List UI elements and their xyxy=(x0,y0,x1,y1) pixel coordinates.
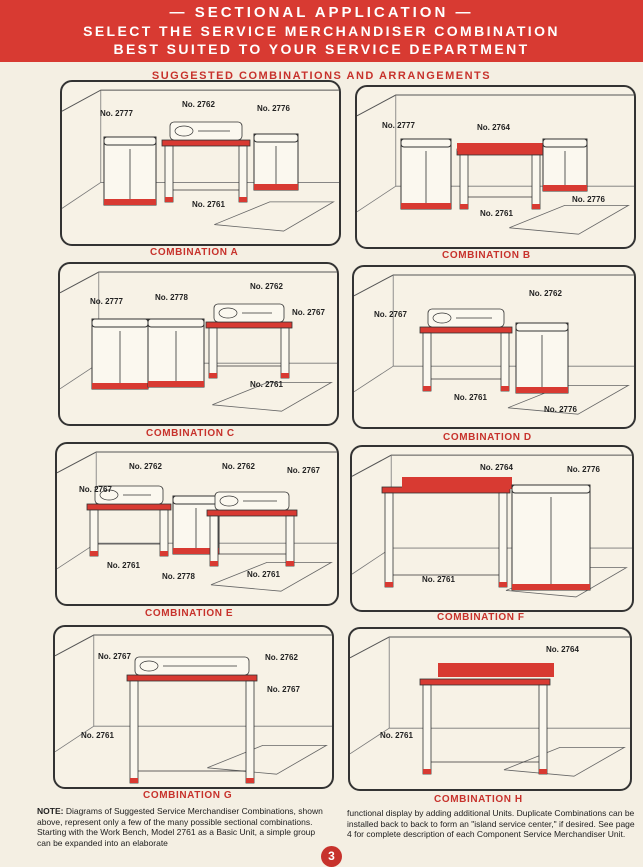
note-left-text: Diagrams of Suggested Service Merchandis… xyxy=(37,806,323,848)
model-label: No. 2767 xyxy=(374,310,407,319)
model-label: No. 2767 xyxy=(98,652,131,661)
model-label: No. 2761 xyxy=(480,209,513,218)
combination-caption: COMBINATION E xyxy=(145,608,234,619)
model-label: No. 2762 xyxy=(250,282,283,291)
model-label: No. 2764 xyxy=(546,645,579,654)
header-line-1: — SECTIONAL APPLICATION — xyxy=(169,4,474,21)
combination-caption: COMBINATION B xyxy=(442,250,531,261)
combination-caption: COMBINATION A xyxy=(150,247,239,258)
note-left: NOTE: Diagrams of Suggested Service Merc… xyxy=(37,806,327,848)
model-label: No. 2761 xyxy=(250,380,283,389)
model-label: No. 2767 xyxy=(287,466,320,475)
model-label: No. 2777 xyxy=(90,297,123,306)
model-label: No. 2764 xyxy=(477,123,510,132)
model-label: No. 2777 xyxy=(100,109,133,118)
model-label: No. 2761 xyxy=(192,200,225,209)
model-label: No. 2762 xyxy=(129,462,162,471)
model-label: No. 2778 xyxy=(155,293,188,302)
combination-caption: COMBINATION F xyxy=(437,612,525,623)
model-label: No. 2761 xyxy=(454,393,487,402)
page-header: — SECTIONAL APPLICATION — SELECT THE SER… xyxy=(0,0,643,62)
model-label: No. 2767 xyxy=(79,485,112,494)
model-label: No. 2776 xyxy=(544,405,577,414)
model-label: No. 2761 xyxy=(247,570,280,579)
combination-diagram xyxy=(357,94,634,235)
model-label: No. 2761 xyxy=(81,731,114,740)
model-label: No. 2767 xyxy=(267,685,300,694)
combination-diagram xyxy=(60,271,337,412)
model-label: No. 2762 xyxy=(265,653,298,662)
model-label: No. 2778 xyxy=(162,572,195,581)
note-right: functional display by adding additional … xyxy=(347,808,635,839)
combination-caption: COMBINATION D xyxy=(443,432,532,443)
model-label: No. 2777 xyxy=(382,121,415,130)
model-label: No. 2762 xyxy=(182,100,215,109)
header-line-3: BEST SUITED TO YOUR SERVICE DEPARTMENT xyxy=(113,41,530,57)
model-label: No. 2761 xyxy=(422,575,455,584)
combination-caption: COMBINATION G xyxy=(143,790,233,801)
combination-caption: COMBINATION H xyxy=(434,794,523,805)
combination-diagram xyxy=(62,89,339,232)
model-label: No. 2762 xyxy=(222,462,255,471)
section-subtitle: SUGGESTED COMBINATIONS AND ARRANGEMENTS xyxy=(151,70,492,82)
page-number: 3 xyxy=(321,846,342,867)
combination-caption: COMBINATION C xyxy=(146,428,235,439)
header-line-2: SELECT THE SERVICE MERCHANDISER COMBINAT… xyxy=(83,23,560,39)
combination-diagram xyxy=(352,454,632,598)
model-label: No. 2776 xyxy=(257,104,290,113)
combination-diagram xyxy=(350,636,630,777)
model-label: No. 2776 xyxy=(572,195,605,204)
model-label: No. 2764 xyxy=(480,463,513,472)
model-label: No. 2762 xyxy=(529,289,562,298)
model-label: No. 2767 xyxy=(292,308,325,317)
combination-diagram xyxy=(354,274,634,415)
model-label: No. 2761 xyxy=(380,731,413,740)
note-label: NOTE: xyxy=(37,806,64,816)
model-label: No. 2761 xyxy=(107,561,140,570)
combination-diagram xyxy=(57,451,337,592)
model-label: No. 2776 xyxy=(567,465,600,474)
combination-diagram xyxy=(55,634,332,784)
